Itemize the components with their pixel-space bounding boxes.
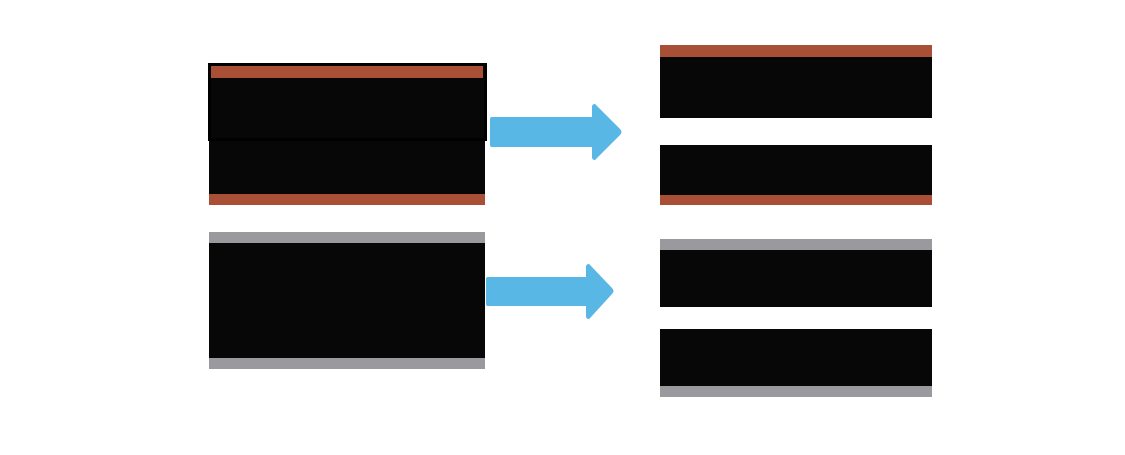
gray-bottom-strip xyxy=(660,386,932,397)
source-panel-orange xyxy=(209,65,485,205)
gray-top-strip xyxy=(209,232,485,243)
source-panel-gray xyxy=(209,232,485,369)
gray-bottom-strip xyxy=(209,358,485,369)
orange-bottom-strip xyxy=(209,194,485,205)
orange-top-strip xyxy=(211,66,483,78)
result-panel-top-half-gray xyxy=(660,239,932,307)
right-arrow-icon xyxy=(486,264,614,319)
orange-bottom-strip xyxy=(660,195,932,205)
result-panel-top-half-orange xyxy=(660,45,932,118)
result-panel-bottom-half-gray xyxy=(660,329,932,397)
gray-top-strip xyxy=(660,239,932,250)
result-panel-bottom-half-orange xyxy=(660,145,932,205)
orange-top-strip xyxy=(660,45,932,57)
selection-outline xyxy=(208,63,487,141)
